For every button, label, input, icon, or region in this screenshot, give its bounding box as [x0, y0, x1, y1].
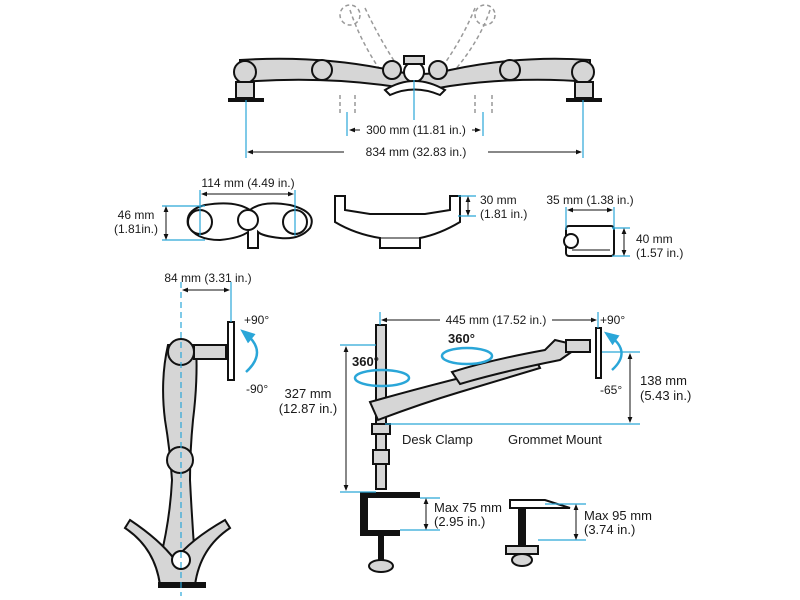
- grommet-bolt: [518, 508, 526, 548]
- crossbar-height-mm: 46 mm: [118, 208, 155, 222]
- left-vesa-mount: [235, 81, 255, 99]
- grommet-bottom-plate: [505, 545, 539, 555]
- clamp-frame: [360, 496, 368, 536]
- crossbar-height-in: (1.81in.): [114, 222, 158, 236]
- ghost-right-joint: [474, 4, 496, 26]
- grommet-top-plate: [509, 499, 571, 509]
- arm-tilt-arrow: [603, 331, 623, 371]
- arm-post-lock: [372, 449, 390, 465]
- side-tilt-up: +90°: [244, 313, 269, 327]
- vesa-height-mm: 40 mm: [636, 232, 673, 246]
- side-view-dimensions: 84 mm (3.31 in.) +90° -90°: [164, 271, 269, 596]
- arm-drop-mm: 138 mm: [640, 373, 687, 388]
- arm-tilt-up: +90°: [600, 313, 625, 327]
- base-plate-drawing: [334, 195, 461, 249]
- arm-reach-label: 445 mm (17.52 in.): [446, 313, 547, 327]
- pole-height-in: (12.87 in.): [279, 401, 338, 416]
- right-plate: [566, 98, 602, 102]
- desk-clamp-label: Desk Clamp: [402, 432, 473, 447]
- grommet-max-mm: Max 95 mm: [584, 508, 652, 523]
- ghost-right-arm: [439, 7, 493, 115]
- center-cap: [403, 55, 425, 65]
- arm-collar: [371, 423, 391, 435]
- vesa-block-drawing: [563, 225, 615, 257]
- base-plate-height-in: (1.81 in.): [480, 207, 527, 221]
- side-base: [123, 518, 232, 586]
- clamp-knob: [368, 559, 394, 573]
- clamp-max-mm: Max 75 mm: [434, 500, 502, 515]
- vesa-block-dimensions: 35 mm (1.38 in.) 40 mm (1.57 in.): [546, 193, 683, 260]
- arm-rotation-arrow: [440, 346, 494, 366]
- top-view-dimensions: 300 mm (11.81 in.) 834 mm (32.83 in.): [245, 80, 584, 159]
- right-arm-joint: [571, 60, 595, 84]
- base-plate-dimensions: 30 mm (1.81 in.): [458, 193, 527, 221]
- clamp-screw: [378, 536, 384, 560]
- crossbar-dimensions: 114 mm (4.49 in.) 46 mm (1.81in.): [114, 176, 296, 241]
- side-view-drawing: [123, 321, 235, 588]
- right-inner-joint: [428, 60, 448, 80]
- clamp-max-in: (2.95 in.): [434, 514, 485, 529]
- grommet-max-in: (3.74 in.): [584, 522, 635, 537]
- right-mid-joint: [499, 59, 521, 81]
- pole-height-mm: 327 mm: [285, 386, 332, 401]
- arm-vesa-plate: [595, 327, 602, 379]
- arm-tilt-down: -65°: [600, 383, 622, 397]
- pole-rotation-arrow: [353, 368, 411, 388]
- crossbar-width-label: 114 mm (4.49 in.): [201, 176, 294, 190]
- crossbar-drawing: [186, 202, 313, 249]
- clamp-bottom-plate: [360, 530, 400, 536]
- top-view-arm-drawing: [228, 4, 602, 115]
- arm-upper-segment: [450, 338, 583, 386]
- base-plate-body: [334, 195, 461, 249]
- left-arm-joint: [233, 60, 257, 84]
- arm-rotation-label: 360°: [448, 331, 475, 346]
- grommet-knob: [511, 553, 533, 567]
- arm-view-drawing: [360, 324, 602, 573]
- side-offset-label: 84 mm (3.31 in.): [164, 271, 251, 285]
- top-total-span-label: 834 mm (32.83 in.): [366, 145, 467, 159]
- side-tilt-arrow: [240, 329, 259, 373]
- top-inner-span-label: 300 mm (11.81 in.): [366, 123, 466, 137]
- base-plate-height-mm: 30 mm: [480, 193, 517, 207]
- center-base: [383, 80, 447, 97]
- ghost-left-arm: [339, 7, 401, 115]
- arm-drop-in: (5.43 in.): [640, 388, 691, 403]
- vesa-width-label: 35 mm (1.38 in.): [546, 193, 633, 207]
- arm-view-dimensions: 445 mm (17.52 in.) 360° 360° +90° -65° 3…: [279, 312, 691, 493]
- vesa-block-knob: [563, 233, 579, 249]
- pole-rotation-label: 360°: [352, 354, 379, 369]
- crossbar-center-hole: [237, 209, 259, 231]
- mounting-labels: Desk Clamp Grommet Mount Max 75 mm (2.95…: [400, 432, 652, 541]
- clamp-top-plate: [360, 492, 420, 498]
- arm-tilt-head: [565, 339, 591, 353]
- grommet-mount-label: Grommet Mount: [508, 432, 602, 447]
- side-tilt-down: -90°: [246, 382, 268, 396]
- side-base-hub: [171, 550, 191, 570]
- left-inner-joint: [382, 60, 402, 80]
- side-vesa-plate: [227, 321, 235, 381]
- left-mid-joint: [311, 59, 333, 81]
- right-vesa-mount: [574, 81, 594, 99]
- side-mid-joint: [166, 446, 194, 474]
- vesa-height-in: (1.57 in.): [636, 246, 683, 260]
- side-tilt-head: [193, 344, 227, 360]
- ghost-left-joint: [339, 4, 361, 26]
- side-base-plate: [158, 582, 206, 588]
